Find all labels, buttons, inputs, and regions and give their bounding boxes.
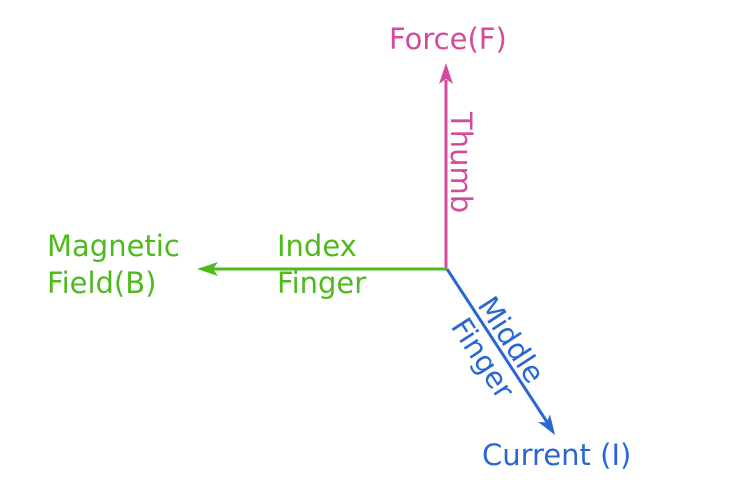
index-finger-label-line1: Index: [277, 229, 357, 263]
thumb-label: Thumb: [444, 112, 478, 214]
index-finger-label: Index Finger: [277, 228, 366, 302]
magnetic-field-label-line2: Field(B): [47, 266, 157, 300]
current-arrow: [445, 268, 555, 435]
index-finger-label-line2: Finger: [277, 266, 367, 300]
force-arrow: [439, 63, 453, 268]
force-arrowhead-icon: [439, 63, 453, 84]
current-label: Current (I): [482, 438, 632, 472]
magnetic-field-label: Magnetic Field(B): [47, 228, 180, 302]
magnetic-field-arrowhead-icon: [197, 262, 218, 276]
force-label: Force(F): [389, 22, 507, 56]
current-arrow-shaft: [445, 268, 549, 423]
magnetic-field-arrow: [197, 262, 447, 276]
current-arrowhead-icon: [538, 414, 555, 435]
magnetic-field-label-line1: Magnetic: [47, 229, 180, 263]
